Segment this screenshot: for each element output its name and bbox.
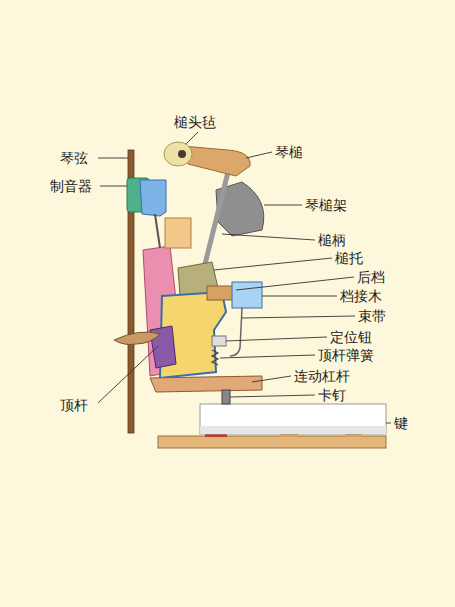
leader-line bbox=[98, 158, 128, 159]
leader-line bbox=[226, 337, 327, 341]
back-check bbox=[207, 286, 235, 300]
damper-wire bbox=[155, 214, 160, 248]
jack-spring bbox=[212, 350, 218, 365]
part-label: 后档 bbox=[357, 268, 385, 286]
catcher-block bbox=[232, 282, 262, 308]
leader-line bbox=[242, 316, 355, 318]
capstan bbox=[222, 390, 230, 404]
leader-line bbox=[236, 277, 354, 290]
leader-line bbox=[246, 152, 272, 158]
wippen-rail bbox=[150, 376, 262, 392]
hammer-felt bbox=[164, 142, 192, 166]
damper-head bbox=[140, 180, 166, 216]
part-label: 连动杠杆 bbox=[294, 367, 350, 385]
part-label: 制音器 bbox=[50, 177, 92, 195]
part-label: 槌托 bbox=[335, 249, 363, 267]
leader-lines bbox=[98, 132, 391, 423]
leader-line bbox=[262, 296, 337, 297]
part-label: 琴槌架 bbox=[305, 196, 347, 214]
leader-line bbox=[186, 132, 198, 144]
part-label: 槌头毡 bbox=[174, 113, 216, 131]
damper-block bbox=[165, 218, 191, 248]
part-label: 档接木 bbox=[340, 287, 382, 305]
leader-line bbox=[386, 423, 391, 424]
spoon bbox=[114, 332, 160, 345]
leader-line bbox=[220, 355, 315, 358]
part-label: 定位钮 bbox=[330, 328, 372, 346]
leader-line bbox=[100, 186, 127, 187]
part-label: 顶杆 bbox=[60, 396, 88, 414]
key-shade bbox=[200, 426, 386, 434]
part-label: 琴弦 bbox=[60, 149, 88, 167]
hammer-head bbox=[182, 146, 250, 176]
leader-line bbox=[222, 234, 315, 240]
part-label: 顶杆弹簧 bbox=[318, 346, 374, 364]
bridle-wire bbox=[230, 308, 242, 356]
part-label: 琴槌 bbox=[275, 143, 303, 161]
regulating-button bbox=[212, 336, 226, 346]
part-label: 键 bbox=[394, 414, 408, 432]
leader-line bbox=[252, 376, 291, 382]
leader-line bbox=[98, 346, 158, 403]
part-label: 槌柄 bbox=[318, 231, 346, 249]
part-label: 束带 bbox=[358, 307, 386, 325]
leader-line bbox=[264, 205, 302, 206]
key-bed bbox=[158, 436, 386, 448]
hammer-shank bbox=[204, 172, 228, 268]
key bbox=[200, 404, 386, 434]
part-label: 卡钉 bbox=[318, 386, 346, 404]
hammer-core bbox=[178, 150, 186, 158]
leader-line bbox=[230, 395, 315, 397]
leader-line bbox=[214, 258, 332, 270]
